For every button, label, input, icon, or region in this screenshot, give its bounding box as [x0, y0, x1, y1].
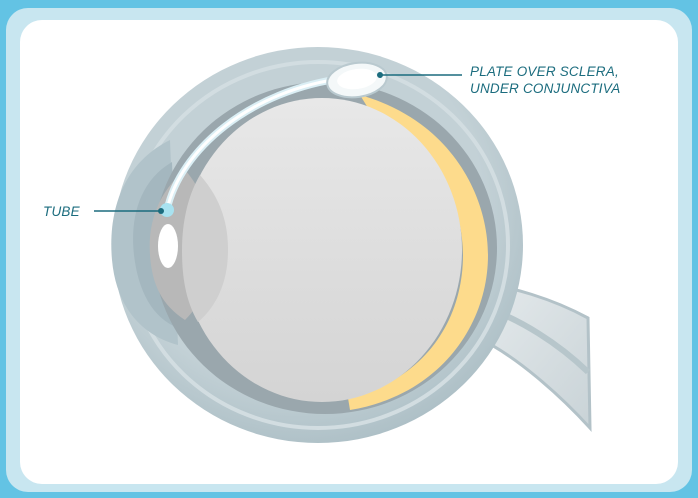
- plate-label-line1: PLATE OVER SCLERA,: [470, 63, 620, 80]
- tube-leader-dot: [158, 208, 164, 214]
- tube-label: TUBE: [43, 203, 80, 220]
- pupil: [158, 224, 178, 268]
- plate-label: PLATE OVER SCLERA, UNDER CONJUNCTIVA: [470, 63, 620, 97]
- plate-label-line2: UNDER CONJUNCTIVA: [470, 80, 620, 97]
- plate-leader-dot: [377, 72, 383, 78]
